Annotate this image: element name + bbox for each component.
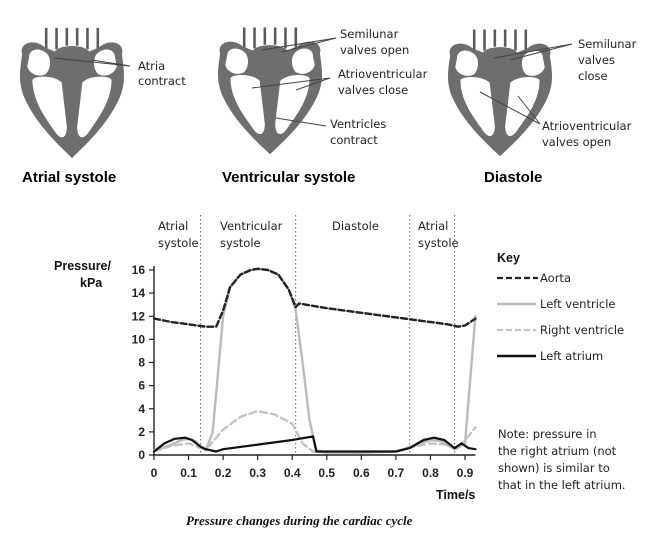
pointer-line xyxy=(281,37,337,53)
series-line-left-ventricle xyxy=(152,267,477,454)
label-valves-close: valves close xyxy=(338,83,408,97)
pointer-line xyxy=(493,43,573,59)
x-tick-label: 0 xyxy=(151,466,158,480)
stage-title-ventricular-systole: Ventricular systole xyxy=(222,169,355,186)
pointer-line xyxy=(275,117,327,127)
heart-diastole: Semilunar valves close Atrioventricular … xyxy=(448,30,637,186)
x-tick-label: 0.1 xyxy=(180,466,197,480)
label-atria: Atria xyxy=(138,59,165,73)
phase-label-atrial2-line1: Atrial xyxy=(418,219,448,233)
label-semilunar: Semilunar xyxy=(340,27,399,41)
y-tick-label: 0 xyxy=(138,448,145,462)
label-valves: valves xyxy=(578,53,615,67)
label-contract: contract xyxy=(330,133,378,147)
y-axis-title-line1: Pressure/ xyxy=(54,259,112,273)
x-tick-label: 0.9 xyxy=(457,466,474,480)
pointer-line xyxy=(509,43,573,61)
legend-title: Key xyxy=(497,251,520,265)
phase-labels: Atrial systole Ventricular systole Diast… xyxy=(158,219,459,250)
note-line-1: Note: pressure in xyxy=(498,427,597,441)
label-ventricles: Ventricles xyxy=(330,117,386,131)
phase-label-atrial2-line2: systole xyxy=(418,236,459,250)
figure-caption: Pressure changes during the cardiac cycl… xyxy=(186,513,413,528)
label-valves-open: valves open xyxy=(542,135,611,149)
x-tick-label: 0.5 xyxy=(318,466,335,480)
phase-label-ventricular-line1: Ventricular xyxy=(220,219,283,233)
y-tick-label: 4 xyxy=(138,402,145,416)
note-line-3: shown) is similar to xyxy=(498,461,610,475)
pointer-line xyxy=(295,77,331,91)
y-tick-label: 12 xyxy=(132,309,146,323)
note-line-2: the right atrium (not xyxy=(498,444,617,458)
x-tick-label: 0.3 xyxy=(249,466,266,480)
series-line-aorta xyxy=(152,267,477,328)
label-atrioventricular: Atrioventricular xyxy=(338,67,428,81)
stage-title-diastole: Diastole xyxy=(484,169,542,186)
pointer-line xyxy=(517,95,541,125)
x-axis-title: Time/s xyxy=(436,488,475,502)
pointer-line xyxy=(91,59,131,67)
legend: Key Aorta Left ventricle Right ventricle… xyxy=(497,251,624,363)
pointer-line xyxy=(479,91,541,125)
label-contract: contract xyxy=(138,74,186,88)
y-tick-label: 14 xyxy=(132,286,146,300)
phase-label-atrial-line1: Atrial xyxy=(158,219,188,233)
heart-atrial-systole: Atria contract Atrial systole xyxy=(20,28,186,186)
note: Note: pressure in the right atrium (not … xyxy=(498,427,626,492)
x-tick-label: 0.4 xyxy=(284,466,301,480)
x-tick-label: 0.2 xyxy=(215,466,232,480)
label-close: close xyxy=(578,69,608,83)
phase-label-ventricular-line2: systole xyxy=(220,236,261,250)
pressure-plot: 0 2 4 6 8 10 12 14 16 0 0.1 0.2 0.3 0.4 0.5 0.6 0.7 0.8 0.… xyxy=(132,215,477,480)
label-valves-open: valves open xyxy=(340,43,409,57)
y-axis-title-line2: kPa xyxy=(80,276,103,290)
legend-label-aorta: Aorta xyxy=(540,271,571,285)
y-tick-label: 10 xyxy=(132,332,146,346)
pointer-line xyxy=(261,37,337,51)
label-atrioventricular: Atrioventricular xyxy=(542,119,632,133)
x-tick-label: 0.6 xyxy=(353,466,370,480)
phase-label-atrial-line2: systole xyxy=(158,236,199,250)
pointer-line xyxy=(251,77,331,89)
legend-label-left-ventricle: Left ventricle xyxy=(540,297,616,311)
label-semilunar: Semilunar xyxy=(578,37,637,51)
phase-label-diastole: Diastole xyxy=(332,219,379,233)
note-line-4: that in the left atrium. xyxy=(498,478,626,492)
series-line-left-atrium xyxy=(152,435,477,453)
x-tick-label: 0.7 xyxy=(388,466,405,480)
legend-label-left-atrium: Left atrium xyxy=(540,349,603,363)
heart-ventricular-systole: Semilunar valves open Atrioventricular v… xyxy=(218,27,428,186)
x-tick-label: 0.8 xyxy=(422,466,439,480)
y-tick-label: 2 xyxy=(138,425,145,439)
pointer-line xyxy=(53,57,131,67)
y-tick-label: 8 xyxy=(138,356,145,370)
y-tick-label: 6 xyxy=(138,379,145,393)
stage-title-atrial-systole: Atrial systole xyxy=(22,169,116,186)
legend-label-right-ventricle: Right ventricle xyxy=(540,323,624,337)
y-tick-label: 16 xyxy=(132,263,146,277)
